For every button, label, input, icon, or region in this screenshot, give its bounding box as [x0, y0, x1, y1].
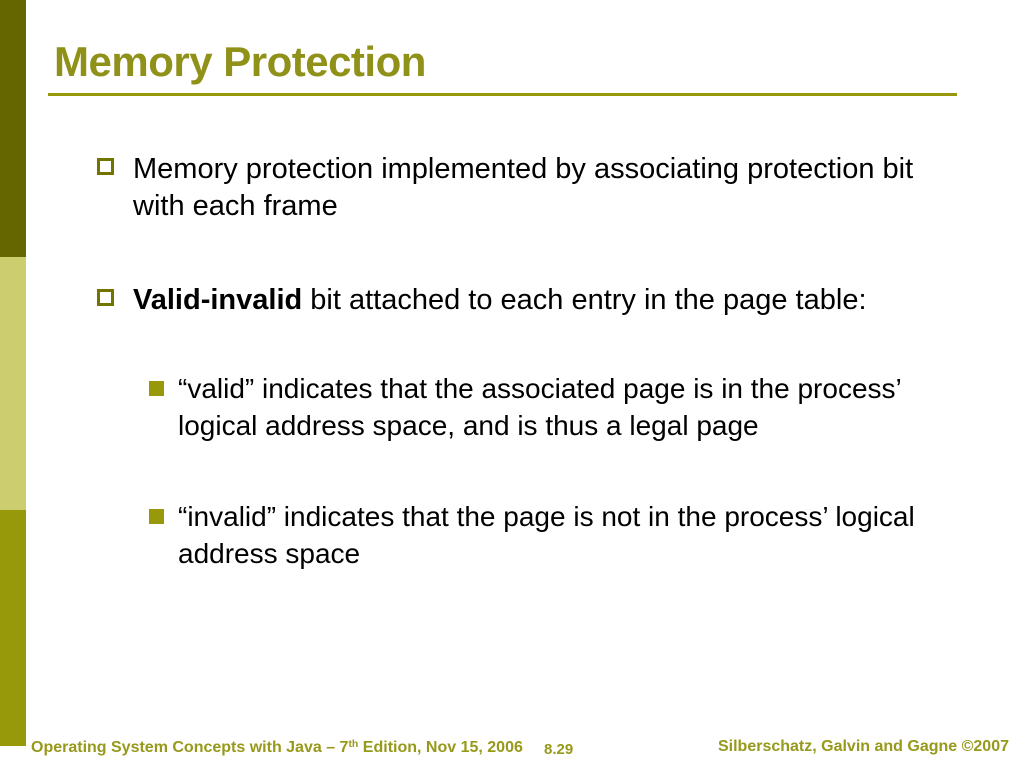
hollow-square-bullet-icon [97, 289, 114, 306]
sub-bullet-item-2-text: “invalid” indicates that the page is not… [178, 501, 915, 569]
bullet-item-1: Memory protection implemented by associa… [97, 151, 918, 225]
bullet-item-1-text: Memory protection implemented by associa… [133, 153, 914, 222]
accent-bar-middle-segment [0, 257, 26, 510]
footer-page-number: 8.29 [544, 741, 574, 758]
hollow-square-bullet-icon [97, 158, 114, 175]
footer-book-title-main: Operating System Concepts with Java – 7 [31, 739, 349, 756]
footer-book-title: Operating System Concepts with Java – 7t… [31, 738, 523, 757]
sub-bullet-item-2: “invalid” indicates that the page is not… [148, 498, 958, 572]
accent-bar-bottom-segment [0, 510, 26, 746]
footer-authors-copyright: Silberschatz, Galvin and Gagne ©2007 [717, 738, 1009, 755]
bullet-item-2-rest-run: bit attached to each entry in the page t… [302, 284, 867, 316]
title-underline-rule [48, 93, 957, 96]
slide-title: Memory Protection [54, 38, 426, 85]
bullet-item-2: Valid-invalid bit attached to each entry… [97, 282, 918, 319]
accent-bar-top-segment [0, 0, 26, 257]
filled-square-bullet-icon [149, 381, 164, 396]
bullet-item-2-text: Valid-invalid bit attached to each entry… [133, 282, 918, 319]
sub-bullet-item-1-text: “valid” indicates that the associated pa… [178, 373, 901, 441]
footer-edition-superscript: th [348, 738, 359, 750]
bullet-item-2-bold-run: Valid-invalid [133, 284, 303, 316]
filled-square-bullet-icon [149, 509, 164, 524]
sub-bullet-item-1: “valid” indicates that the associated pa… [148, 370, 958, 444]
footer-book-title-rest: Edition, Nov 15, 2006 [358, 739, 523, 756]
